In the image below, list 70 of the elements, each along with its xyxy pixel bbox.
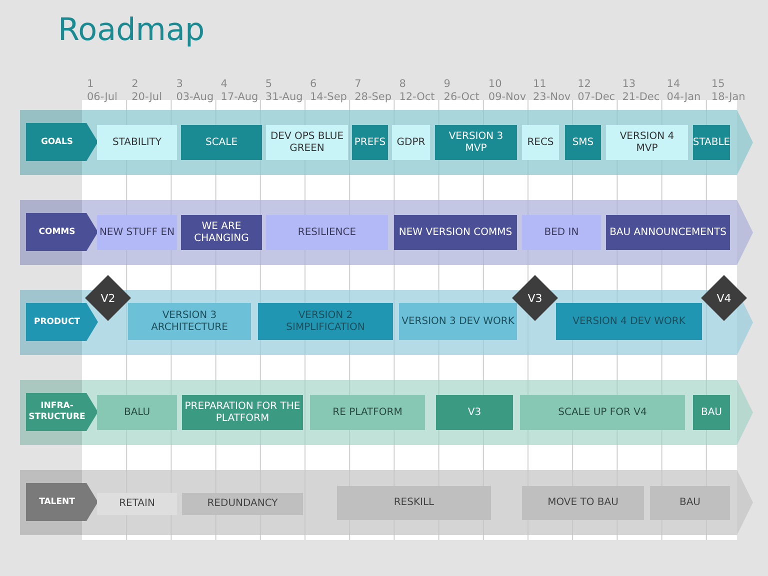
- date-label: 31-Aug: [265, 91, 303, 103]
- column-number: 8: [399, 78, 406, 90]
- task-bar: SCALE UP FOR V4: [520, 395, 685, 430]
- task-bar: NEW VERSION COMMS: [394, 215, 517, 250]
- task-bar: NEW STUFF EN: [97, 215, 177, 250]
- task-bar: VERSION 2 SIMPLIFICATION: [258, 303, 393, 340]
- task-bar: RETAIN: [97, 493, 177, 515]
- date-label: 23-Nov: [533, 91, 571, 103]
- task-bar: VERSION 3 DEV WORK: [399, 303, 517, 340]
- column-number: 9: [444, 78, 450, 90]
- task-bar: RESILIENCE: [266, 215, 388, 250]
- column-number: 2: [132, 78, 138, 90]
- task-bar: BAU: [693, 395, 730, 430]
- task-bar: VERSION 4 DEV WORK: [556, 303, 702, 340]
- task-bar: BAU ANNOUNCEMENTS: [606, 215, 730, 250]
- milestone-diamond: V4: [701, 275, 747, 321]
- task-bar: PREFS: [352, 125, 388, 160]
- task-bar: VERSION 3 MVP: [435, 125, 517, 160]
- title: Roadmap: [58, 12, 205, 48]
- task-bar: STABILITY: [97, 125, 177, 160]
- date-label: 06-Jul: [87, 91, 118, 103]
- lane-label: GOALS: [26, 123, 98, 161]
- task-bar: RESKILL: [337, 486, 491, 520]
- task-bar: VERSION 4 MVP: [606, 125, 688, 160]
- column-number: 6: [310, 78, 317, 90]
- date-label: 21-Dec: [622, 91, 660, 103]
- date-label: 28-Sep: [354, 91, 392, 103]
- task-bar: RECS: [522, 125, 559, 160]
- task-bar: BAU: [650, 486, 730, 520]
- task-bar: MOVE TO BAU: [522, 486, 644, 520]
- date-label: 18-Jan: [711, 91, 746, 103]
- date-label: 09-Nov: [488, 91, 526, 103]
- lane-label: COMMS: [26, 213, 98, 251]
- column-number: 10: [488, 78, 502, 90]
- task-bar: VERSION 3 ARCHITECTURE: [128, 303, 251, 340]
- column-number: 15: [711, 78, 725, 90]
- task-bar: V3: [436, 395, 513, 430]
- task-bar: BALU: [97, 395, 177, 430]
- column-number: 1: [87, 78, 94, 90]
- milestone-diamond: V2: [85, 275, 131, 321]
- date-label: 26-Oct: [444, 91, 480, 103]
- task-bar: PREPARATION FOR THE PLATFORM: [182, 395, 303, 430]
- column-number: 7: [354, 78, 362, 90]
- date-label: 20-Jul: [132, 91, 162, 103]
- column-number: 11: [533, 78, 546, 90]
- lane-label: INFRA-STRUCTURE: [26, 393, 98, 431]
- column-number: 12: [578, 78, 591, 90]
- task-bar: WE ARE CHANGING: [181, 215, 262, 250]
- date-label: 04-Jan: [666, 91, 701, 103]
- lane-label: PRODUCT: [26, 303, 98, 341]
- column-number: 14: [666, 78, 680, 90]
- column-number: 4: [220, 78, 228, 90]
- column-number: 5: [265, 78, 272, 90]
- date-label: 17-Aug: [220, 91, 258, 103]
- column-number: 13: [622, 78, 636, 90]
- task-bar: STABLE: [693, 125, 730, 160]
- task-bar: GDPR: [392, 125, 430, 160]
- task-bar: BED IN: [522, 215, 601, 250]
- task-bar: DEV OPS BLUE GREEN: [266, 125, 348, 160]
- task-bar: SCALE: [181, 125, 262, 160]
- milestone-diamond: V3: [512, 275, 558, 321]
- date-label: 12-Oct: [399, 91, 435, 103]
- task-bar: REDUNDANCY: [182, 493, 303, 515]
- date-label: 07-Dec: [578, 91, 616, 103]
- column-number: 3: [176, 78, 183, 90]
- date-label: 03-Aug: [176, 91, 214, 103]
- task-bar: SMS: [565, 125, 601, 160]
- date-label: 14-Sep: [310, 91, 347, 103]
- lane-label: TALENT: [26, 483, 98, 521]
- task-bar: RE PLATFORM: [310, 395, 425, 430]
